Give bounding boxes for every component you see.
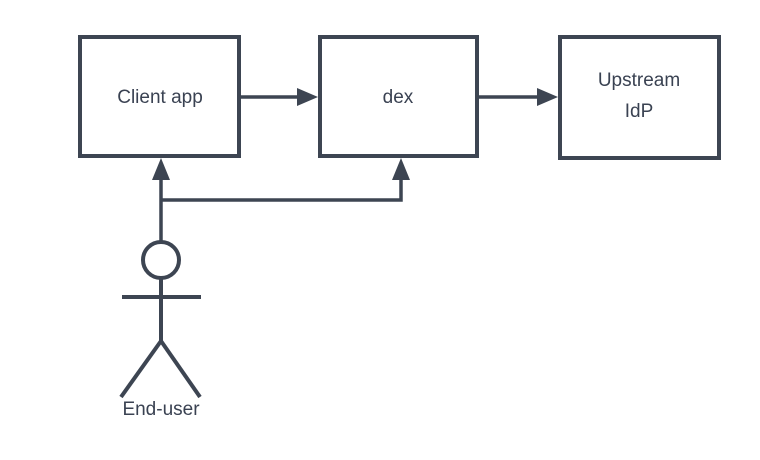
node-upstream-idp-box[interactable] [558, 35, 721, 160]
node-dex[interactable]: dex [318, 35, 479, 158]
node-client-app-label: Client app [117, 87, 203, 108]
actor-end-user-label: End-user [122, 399, 200, 420]
node-dex-box[interactable] [318, 35, 479, 158]
edge-end-user-to-dex [161, 158, 410, 202]
node-upstream-idp[interactable]: Upstream IdP [558, 35, 721, 160]
arrow-head-icon-client-app [152, 158, 170, 180]
arrow-head-icon-dex-bottom [392, 158, 410, 180]
node-client-app-box[interactable] [78, 35, 241, 158]
actor-end-user[interactable]: End-user [119, 240, 202, 420]
edge-dex-to-upstream-idp [479, 88, 558, 106]
edge-client-app-to-dex [241, 88, 318, 106]
arrow-head-icon-upstream-idp-left [537, 88, 558, 106]
node-upstream-idp-label-line1: Upstream [598, 70, 680, 91]
edge-line-end-user-dex [161, 176, 403, 202]
actor-leg-left-icon [119, 339, 163, 399]
node-client-app[interactable]: Client app [78, 35, 241, 158]
node-dex-label: dex [383, 87, 414, 108]
edge-end-user-to-client-app [152, 158, 170, 242]
actor-head-icon [141, 240, 181, 280]
arrow-head-icon-dex-left [297, 88, 318, 106]
actor-leg-right-icon [159, 339, 202, 399]
node-upstream-idp-label-line2: IdP [625, 101, 654, 122]
